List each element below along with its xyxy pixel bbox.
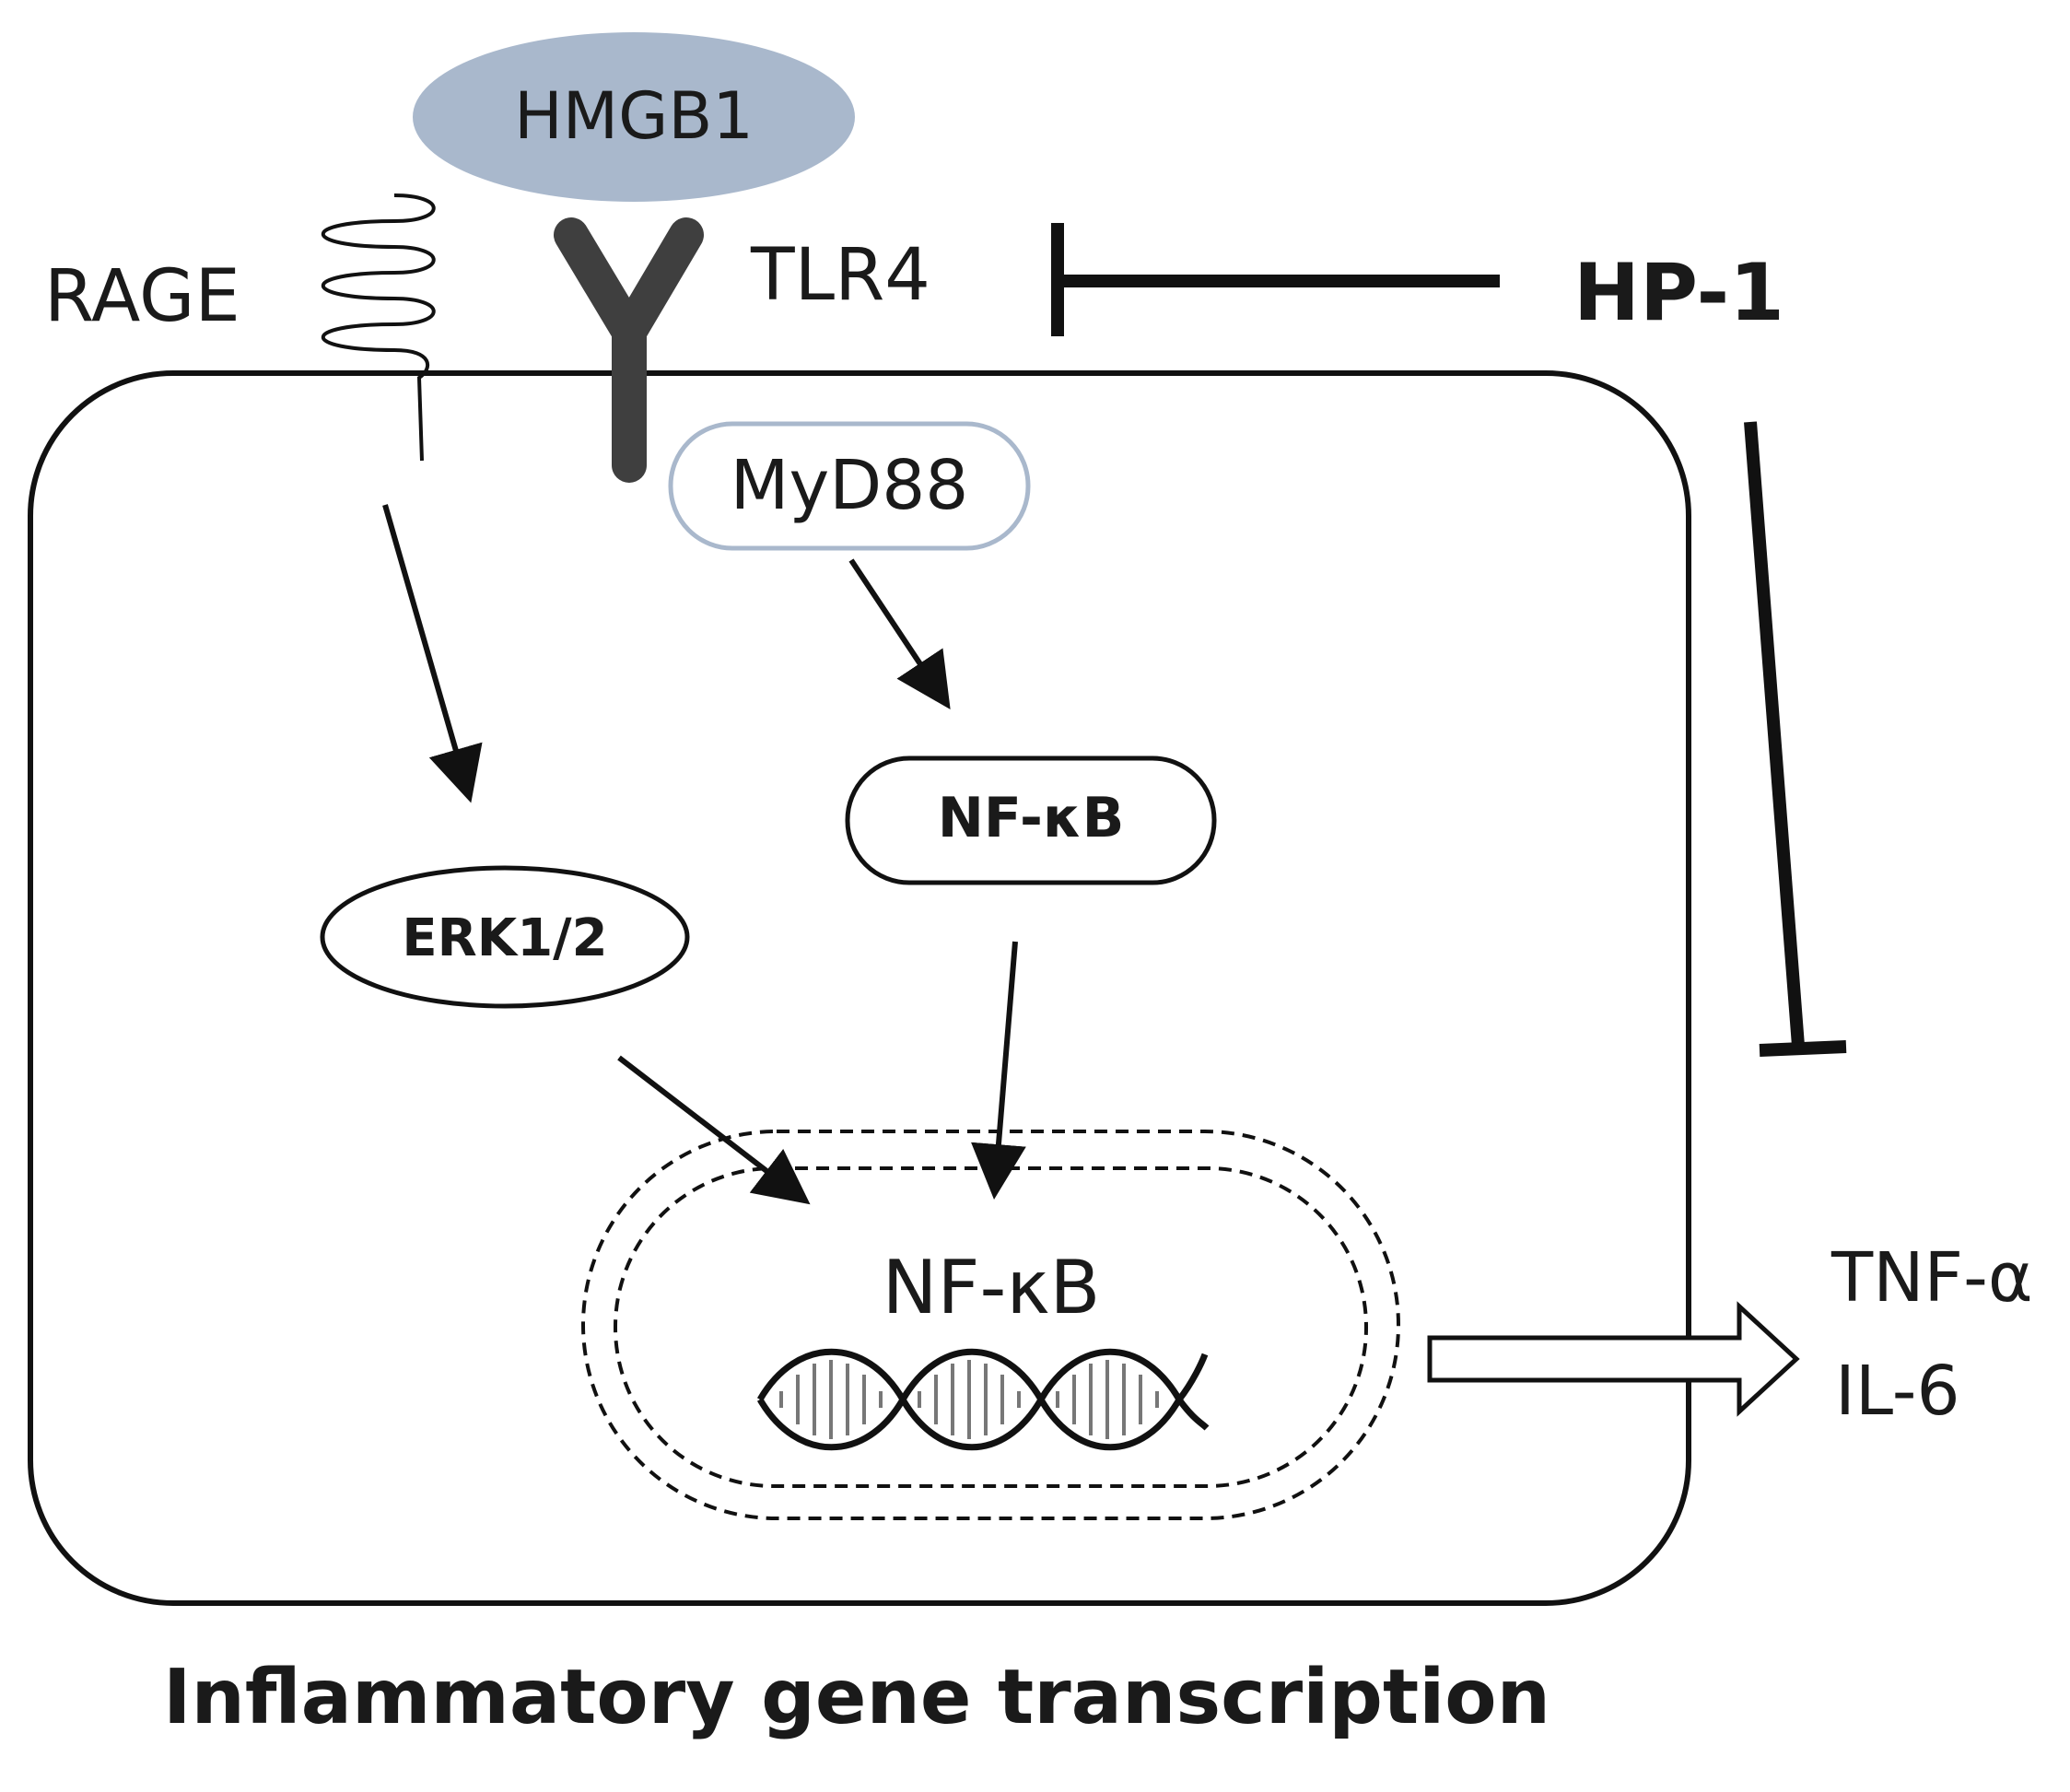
nucleus-outer-membrane: [581, 1130, 1400, 1520]
cytokine-tnf-label: TNF-α: [1830, 1238, 2033, 1318]
nucleus-inner-membrane: [614, 1166, 1368, 1488]
inhibition-line-cytokines: [1744, 421, 1805, 1047]
nucleus: NF-κB: [581, 1130, 1400, 1520]
cytokine-il6-label: IL-6: [1835, 1352, 1960, 1431]
caption: Inflammatory gene transcription: [163, 1654, 1550, 1741]
dna-icon: [756, 1348, 1210, 1451]
rage-receptor-icon: [321, 193, 436, 462]
inhibition-bar-cytokines: [1759, 1040, 1847, 1057]
arrow-rage-to-erk: [382, 504, 483, 803]
nfkb-cytoplasm-label: NF-κB: [938, 786, 1125, 850]
erk-node: ERK1/2: [320, 865, 690, 1009]
hp1-inhibitor: HP-1: [1051, 223, 1847, 1057]
tlr4-receptor-icon: [554, 217, 704, 483]
myd88-box: [668, 421, 1031, 551]
nfkb-cytoplasm-box: [845, 755, 1217, 885]
cell-membrane: [28, 370, 1691, 1606]
hmgb1-label: HMGB1: [514, 78, 754, 154]
nfkb-nucleus-label: NF-κB: [883, 1245, 1101, 1330]
tlr4-receptor: TLR4: [554, 217, 930, 483]
rage-label: RAGE: [44, 255, 240, 338]
erk-ellipse: [320, 865, 690, 1009]
myd88-label: MyD88: [731, 446, 969, 525]
rage-receptor: RAGE: [44, 193, 436, 462]
nfkb-cytoplasm-node: NF-κB: [845, 755, 1217, 885]
arrow-erk-to-nucleus: [617, 1055, 811, 1205]
arrow-nfkb-to-nucleus: [971, 941, 1026, 1200]
output-arrow: [1427, 1301, 1800, 1417]
erk-label: ERK1/2: [402, 908, 607, 968]
arrow-myd88-to-nfkb: [848, 558, 951, 709]
hp1-label: HP-1: [1573, 247, 1784, 339]
tlr4-label: TLR4: [750, 234, 930, 317]
myd88-node: MyD88: [668, 421, 1031, 551]
hmgb1-ellipse: [413, 32, 855, 202]
hmgb1-node: HMGB1: [413, 32, 855, 202]
